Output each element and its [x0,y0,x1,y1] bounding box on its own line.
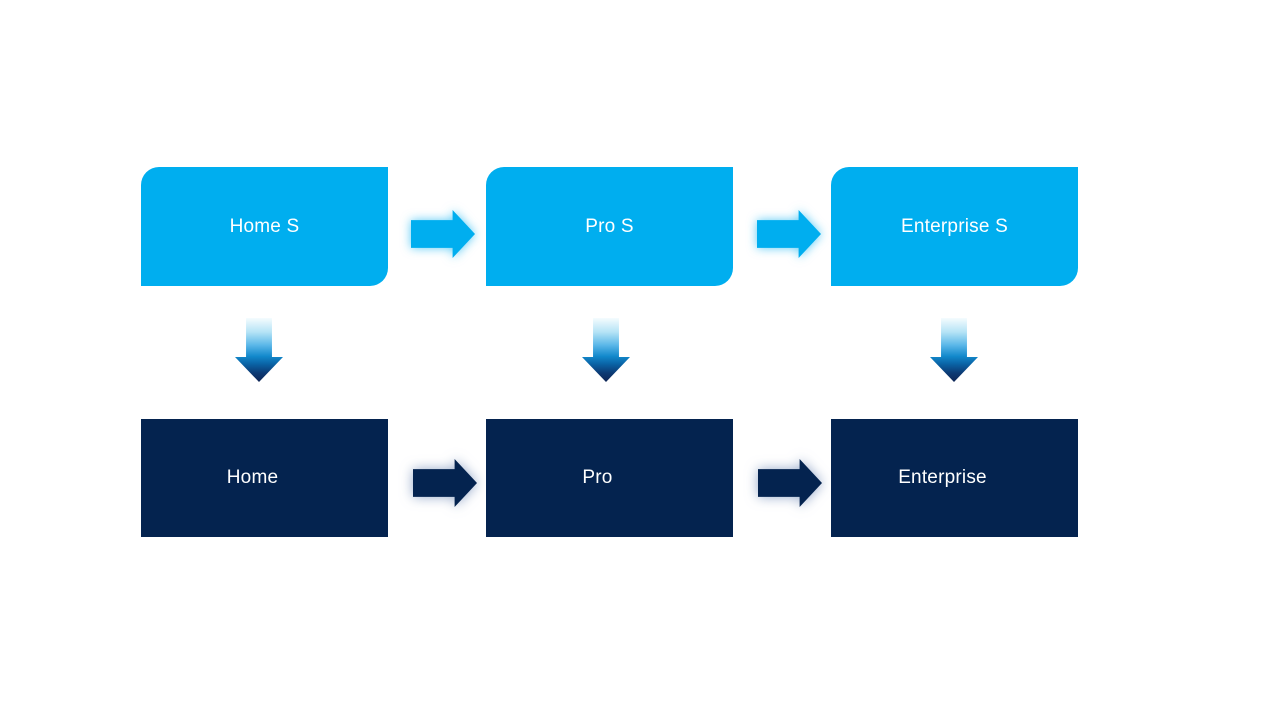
node-enterprise-s: Enterprise S [831,167,1078,286]
right-arrow-shape [411,210,475,258]
right-arrow-icon [758,459,822,507]
down-arrow-shape [582,318,630,382]
down-arrow-shape [930,318,978,382]
down-arrow-shape [235,318,283,382]
right-arrow-shape [757,210,821,258]
node-pro: Pro [486,419,733,537]
right-arrow-shape [758,459,822,507]
node-home: Home [141,419,388,537]
down-arrow-icon [930,318,978,382]
node-label: Home [226,467,279,488]
down-arrow-icon [582,318,630,382]
right-arrow-icon [411,210,475,258]
node-label: Enterprise [898,467,987,488]
node-label: Pro S [585,215,634,237]
node-label: Pro [582,467,613,488]
right-arrow-icon [413,459,477,507]
node-label: Home S [229,215,300,237]
node-pro-s: Pro S [486,167,733,286]
down-arrow-icon [235,318,283,382]
right-arrow-icon [757,210,821,258]
node-enterprise: Enterprise [831,419,1078,537]
node-label: Enterprise S [901,215,1008,237]
node-home-s: Home S [141,167,388,286]
right-arrow-shape [413,459,477,507]
